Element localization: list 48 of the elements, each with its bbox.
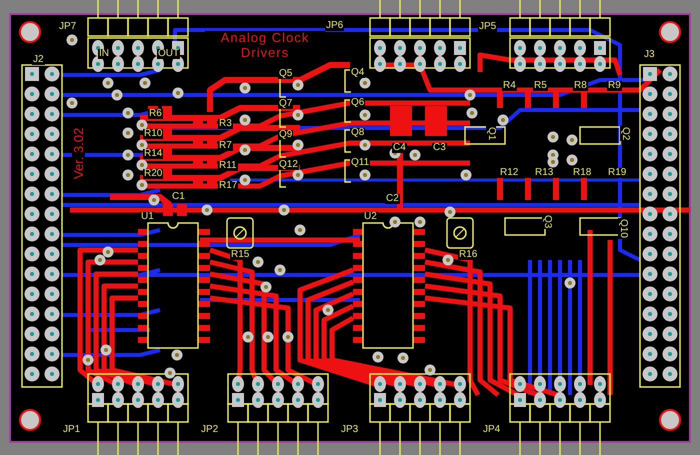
component-designator: J3 bbox=[643, 50, 656, 60]
component-designator: Q9 bbox=[278, 130, 294, 140]
component-designator: R9 bbox=[607, 81, 622, 91]
component-designator: R8 bbox=[573, 81, 588, 91]
component-designator: C2 bbox=[385, 194, 400, 204]
component-designator: R16 bbox=[458, 250, 478, 260]
component-designator: R15 bbox=[230, 250, 250, 260]
component-designator: R14 bbox=[143, 149, 164, 159]
component-designator: Q7 bbox=[278, 99, 294, 109]
version-label: Ver. 3.02 bbox=[72, 126, 85, 180]
pin-label: IN bbox=[98, 49, 110, 59]
component-designator: Q10 bbox=[618, 218, 628, 239]
component-designator: U2 bbox=[363, 212, 378, 222]
component-designator: R17 bbox=[218, 181, 238, 191]
component-designator: R19 bbox=[607, 168, 628, 178]
component-designator: R6 bbox=[148, 109, 163, 119]
component-designator: U1 bbox=[140, 212, 155, 222]
component-designator: JP2 bbox=[200, 425, 220, 435]
component-designator: R10 bbox=[143, 129, 164, 139]
component-designator: JP3 bbox=[340, 425, 360, 435]
component-designator: R4 bbox=[502, 81, 517, 91]
component-designator: JP7 bbox=[58, 22, 78, 32]
component-designator: JP6 bbox=[325, 21, 344, 31]
component-designator: R18 bbox=[572, 168, 592, 178]
component-designator: R5 bbox=[533, 81, 548, 91]
component-designator: R3 bbox=[218, 119, 233, 129]
component-designator: R13 bbox=[534, 168, 554, 178]
component-designator: Q8 bbox=[350, 128, 366, 138]
component-designator: JP4 bbox=[482, 425, 502, 435]
component-designator: Q5 bbox=[278, 69, 294, 79]
component-designator: R12 bbox=[499, 168, 520, 178]
pin-label: OUT bbox=[157, 49, 180, 59]
component-designator: R20 bbox=[143, 169, 164, 179]
component-designator: R7 bbox=[218, 141, 233, 151]
component-designator: C1 bbox=[171, 192, 186, 202]
component-designator: Q12 bbox=[278, 160, 299, 170]
component-designator: C3 bbox=[432, 143, 447, 153]
component-designator: Q2 bbox=[620, 126, 630, 142]
component-designator: JP5 bbox=[478, 22, 498, 32]
component-designator: R11 bbox=[218, 161, 238, 171]
component-designator: JP1 bbox=[62, 425, 82, 435]
component-designator: J2 bbox=[32, 55, 45, 65]
component-designator: Q3 bbox=[542, 214, 552, 230]
component-designator: Q1 bbox=[486, 126, 496, 142]
component-designator: C4 bbox=[392, 143, 407, 153]
component-designator: Q11 bbox=[350, 158, 370, 168]
component-designator: Q4 bbox=[350, 68, 366, 78]
component-designator: Q6 bbox=[350, 98, 366, 108]
